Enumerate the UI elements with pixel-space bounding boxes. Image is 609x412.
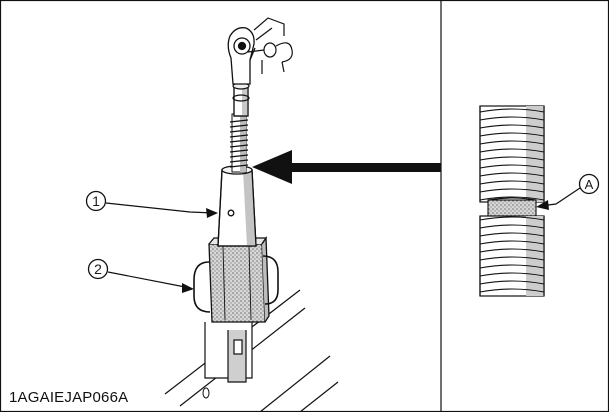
callout-2-label: 2 xyxy=(94,261,102,277)
rail-hole xyxy=(202,387,210,399)
thread-detail-lower xyxy=(479,215,545,297)
figure-code: 1AGAIEJAP066A xyxy=(9,389,129,406)
right-panel: A xyxy=(479,105,600,297)
threaded-rod xyxy=(229,113,249,173)
upper-rod xyxy=(232,82,250,117)
callout-1: 1 xyxy=(85,190,218,218)
thread-detail-upper xyxy=(479,105,545,203)
callout-a-label: A xyxy=(585,177,594,192)
left-panel: 1 2 xyxy=(85,17,441,412)
callout-1-label: 1 xyxy=(92,193,100,209)
upper-mount xyxy=(247,17,293,74)
pointer-arrow xyxy=(252,150,441,184)
lock-clamp xyxy=(193,235,279,323)
callout-2: 2 xyxy=(87,258,194,293)
callout-a: A xyxy=(536,173,600,210)
lower-bracket xyxy=(204,322,253,383)
turnbuckle-barrel xyxy=(217,165,257,247)
rod-end-eye xyxy=(227,27,256,85)
